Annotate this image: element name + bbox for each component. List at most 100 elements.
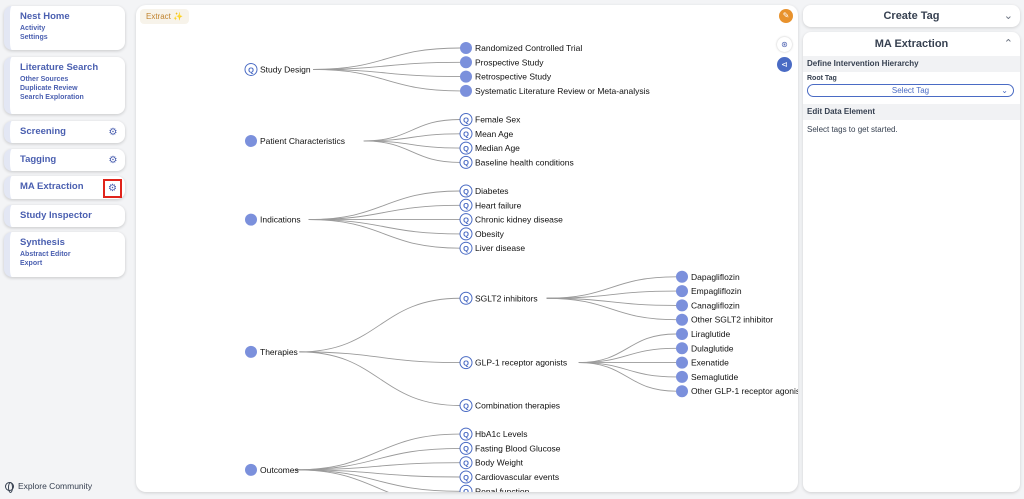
screening-gear-icon[interactable]: ⚙ [108, 127, 118, 138]
nav-settings-link[interactable]: Settings [20, 34, 48, 41]
nav-activity-link[interactable]: Activity [20, 25, 46, 32]
tree-node-label[interactable]: Obesity [475, 229, 505, 239]
tree-node-label[interactable]: Outcomes [260, 465, 299, 475]
tree-node-liraglutide[interactable]: Liraglutide [676, 328, 730, 340]
tree-node-label[interactable]: Cardiovascular events [475, 472, 559, 482]
tag-dot-icon[interactable] [460, 84, 472, 97]
tree-node-systematic-literature-review-or-meta-analysis[interactable]: Systematic Literature Review or Meta-ana… [460, 84, 650, 97]
tree-node-patient-characteristics[interactable]: Patient Characteristics [245, 134, 345, 147]
tree-node-label[interactable]: Diabetes [475, 186, 509, 196]
tree-node-label[interactable]: Systematic Literature Review or Meta-ana… [475, 86, 650, 96]
question-circle-icon[interactable] [459, 241, 473, 255]
tree-node-label[interactable]: Baseline health conditions [475, 157, 574, 167]
hierarchy-icon[interactable]: ⊛ [777, 37, 792, 52]
tree-node-label[interactable]: Mean Age [475, 129, 514, 139]
nav-export-link[interactable]: Export [20, 260, 43, 267]
tree-node-exenatide[interactable]: Exenatide [676, 356, 729, 369]
tag-dot-icon[interactable] [676, 285, 688, 298]
tree-node-label[interactable]: Patient Characteristics [260, 136, 345, 146]
tree-node-label[interactable]: GLP-1 receptor agonists [475, 358, 567, 368]
tree-node-dapagliflozin[interactable]: Dapagliflozin [676, 270, 740, 283]
tree-node-other-glp-1-receptor-agonis[interactable]: Other GLP-1 receptor agonis [676, 385, 798, 398]
nav-screening[interactable]: Screening ⚙ [4, 121, 125, 143]
question-circle-icon[interactable] [459, 213, 473, 227]
tag-dot-icon[interactable] [460, 56, 472, 69]
tree-node-therapies[interactable]: Therapies [245, 345, 298, 358]
question-circle-icon[interactable] [459, 141, 473, 155]
nav-study-inspector-title[interactable]: Study Inspector [20, 210, 92, 221]
nav-ma-extraction-title[interactable]: MA Extraction [20, 181, 84, 192]
nav-study-inspector[interactable]: Study Inspector [4, 205, 125, 227]
ma-extraction-panel-title[interactable]: MA Extraction [874, 38, 949, 50]
tree-node-canagliflozin[interactable]: Canagliflozin [676, 299, 740, 312]
question-circle-icon[interactable] [459, 441, 473, 455]
question-circle-icon[interactable] [459, 427, 473, 441]
tree-node-outcomes[interactable]: Outcomes [245, 463, 299, 476]
tree-node-label[interactable]: Therapies [260, 347, 298, 357]
tree-node-label[interactable]: Canagliflozin [691, 300, 740, 310]
create-tag-panel[interactable]: Create Tag ⌄ [803, 5, 1020, 27]
question-circle-icon[interactable] [459, 227, 473, 241]
edit-pencil-icon[interactable]: ✎ [779, 9, 793, 23]
tree-node-label[interactable]: SGLT2 inhibitors [475, 293, 538, 303]
nav-literature-search-title[interactable]: Literature Search [20, 62, 99, 73]
tree-node-other-sglt2-inhibitor[interactable]: Other SGLT2 inhibitor [676, 313, 773, 326]
tree-node-label[interactable]: Liraglutide [691, 329, 730, 339]
tree-node-empagliflozin[interactable]: Empagliflozin [676, 285, 742, 298]
question-circle-icon[interactable] [459, 484, 473, 492]
tree-node-indications[interactable]: Indications [245, 213, 301, 226]
root-tag-select[interactable]: Select Tag ⌄ [807, 84, 1014, 97]
tag-dot-icon[interactable] [676, 270, 688, 283]
tag-dot-icon[interactable] [245, 463, 257, 476]
tree-node-randomized-controlled-trial[interactable]: Randomized Controlled Trial [460, 42, 582, 54]
chevron-down-icon[interactable]: ⌄ [1003, 10, 1013, 22]
tag-dot-icon[interactable] [676, 328, 688, 340]
tree-node-semaglutide[interactable]: Semaglutide [676, 370, 739, 383]
question-circle-icon[interactable] [244, 62, 258, 76]
nav-nest-home-title[interactable]: Nest Home [20, 11, 70, 22]
tag-dot-icon[interactable] [245, 345, 257, 358]
tree-node-label[interactable]: Chronic kidney disease [475, 215, 563, 225]
tree-node-label[interactable]: Retrospective Study [475, 72, 552, 82]
nav-ma-extraction[interactable]: MA Extraction ⚙ [4, 176, 125, 199]
share-icon[interactable]: ⊲ [777, 57, 792, 72]
question-circle-icon[interactable] [459, 399, 473, 412]
tree-node-label[interactable]: Liver disease [475, 243, 525, 253]
tag-dot-icon[interactable] [245, 213, 257, 226]
tree-node-label[interactable]: Body Weight [475, 458, 524, 468]
nav-screening-title[interactable]: Screening [20, 126, 66, 137]
tree-node-label[interactable]: Dulaglutide [691, 343, 734, 353]
tree-node-prospective-study[interactable]: Prospective Study [460, 56, 544, 69]
tree-node-label[interactable]: Combination therapies [475, 401, 560, 411]
nav-abstract-editor-link[interactable]: Abstract Editor [20, 251, 71, 258]
extract-breadcrumb[interactable]: Extract ✨ [140, 9, 190, 24]
nav-duplicate-review-link[interactable]: Duplicate Review [20, 85, 78, 92]
tree-node-label[interactable]: Fasting Blood Glucose [475, 443, 561, 453]
tree-node-label[interactable]: Median Age [475, 143, 520, 153]
nav-synthesis-title[interactable]: Synthesis [20, 237, 65, 248]
tree-node-label[interactable]: Prospective Study [475, 57, 544, 67]
tag-dot-icon[interactable] [460, 70, 472, 83]
tree-node-label[interactable]: Empagliflozin [691, 286, 742, 296]
tree-node-label[interactable]: Other SGLT2 inhibitor [691, 315, 773, 325]
tree-node-label[interactable]: Female Sex [475, 115, 521, 125]
chevron-up-icon[interactable]: ⌃ [1003, 38, 1013, 50]
tree-node-dulaglutide[interactable]: Dulaglutide [676, 342, 734, 355]
question-circle-icon[interactable] [459, 356, 473, 370]
tree-node-label[interactable]: Renal function [475, 486, 530, 492]
